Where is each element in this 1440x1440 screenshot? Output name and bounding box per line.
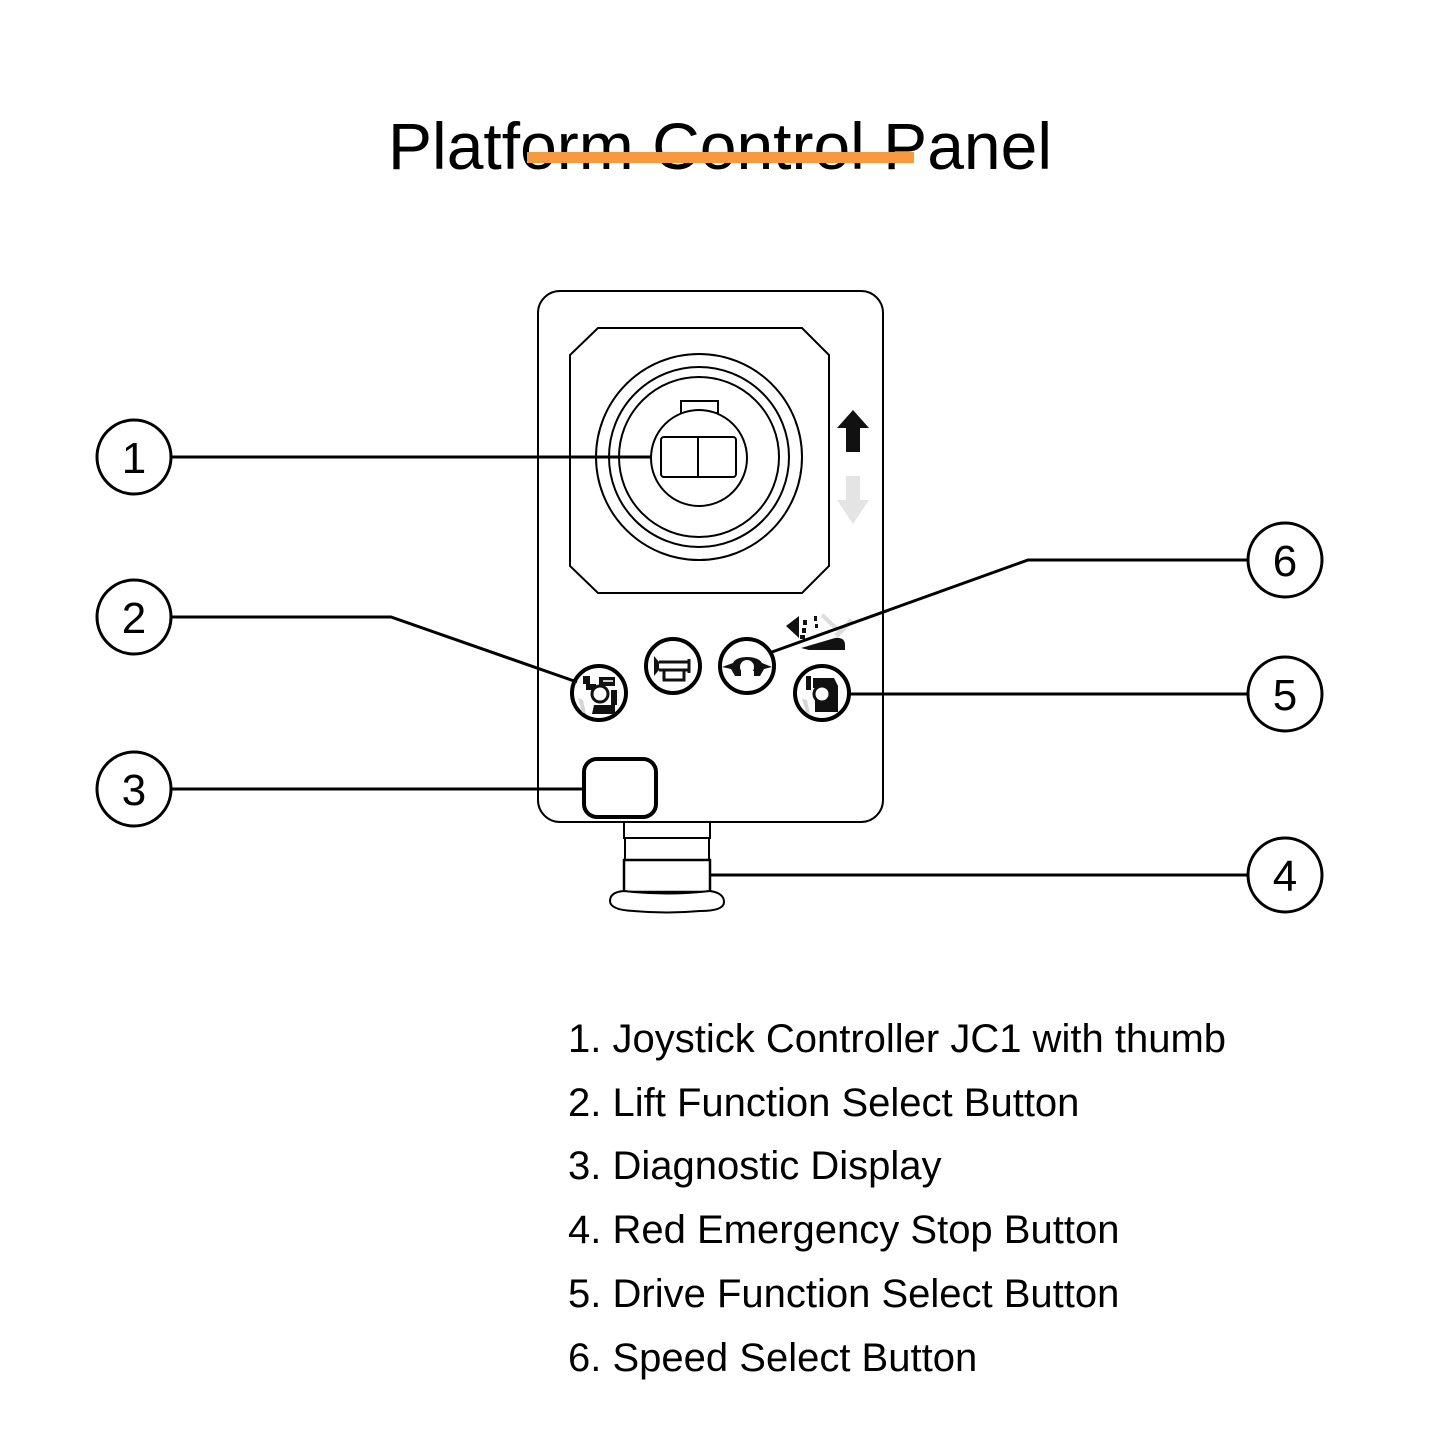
control-panel-diagram: 1 2 3 4 5 6 [95, 290, 1324, 914]
arrow-up-icon [837, 410, 869, 452]
callout-number: 3 [122, 766, 146, 815]
speed-select-button[interactable] [718, 637, 776, 695]
callout-number: 2 [122, 594, 146, 643]
joystick[interactable] [595, 353, 803, 561]
callout-number: 6 [1273, 537, 1297, 586]
legend-label: Speed Select Button [612, 1335, 978, 1380]
legend-number: 3. [568, 1144, 602, 1189]
callout-number: 4 [1273, 852, 1297, 901]
panel-body [537, 290, 884, 823]
lift-icon [583, 676, 596, 690]
legend-item: 5. Drive Function Select Button [568, 1263, 1226, 1327]
lift-function-button[interactable] [570, 664, 628, 722]
legend-item: 2. Lift Function Select Button [568, 1072, 1226, 1136]
legend-item: 4. Red Emergency Stop Button [568, 1199, 1226, 1263]
legend-label: Drive Function Select Button [612, 1271, 1120, 1316]
arrow-down-icon [837, 476, 869, 524]
legend-number: 4. [568, 1208, 602, 1253]
horn-button[interactable] [644, 637, 702, 695]
callout-2: 2 [95, 578, 173, 656]
legend-item: 3. Diagnostic Display [568, 1135, 1226, 1199]
legend-label: Diagnostic Display [612, 1144, 942, 1189]
legend-label: Joystick Controller JC1 with thumb [612, 1017, 1227, 1061]
joystick-housing [569, 327, 830, 594]
leader-line-6 [771, 558, 1249, 654]
legend-list: 1. Joystick Controller JC1 with thumb 2.… [568, 1008, 1226, 1390]
legend-label: Red Emergency Stop Button [612, 1208, 1120, 1253]
callout-1: 1 [95, 418, 173, 496]
callout-number: 1 [122, 434, 146, 483]
callout-4: 4 [1246, 836, 1324, 914]
turtle-speed-icon [722, 657, 772, 676]
legend-number: 1. [568, 1017, 602, 1061]
legend-number: 6. [568, 1335, 602, 1380]
horn-icon [654, 656, 691, 682]
callout-6: 6 [1246, 521, 1324, 599]
legend-item: 6. Speed Select Button [568, 1327, 1226, 1391]
drive-icon [802, 676, 838, 714]
emergency-stop[interactable] [608, 821, 726, 914]
leader-lines [171, 455, 1249, 877]
leader-line-2 [171, 615, 578, 684]
title-underline [527, 152, 914, 163]
speed-range-icon [786, 613, 854, 650]
drive-function-button[interactable] [793, 664, 851, 722]
legend-number: 2. [568, 1080, 602, 1125]
callout-5: 5 [1246, 655, 1324, 733]
legend-item: 1. Joystick Controller JC1 with thumb [568, 1008, 1226, 1072]
callout-3: 3 [95, 750, 173, 828]
callout-number: 5 [1273, 671, 1297, 720]
legend-label: Lift Function Select Button [612, 1080, 1080, 1125]
legend-number: 5. [568, 1271, 602, 1316]
diagnostic-display [582, 757, 658, 819]
page-title: Platform Control Panel [388, 109, 1052, 184]
